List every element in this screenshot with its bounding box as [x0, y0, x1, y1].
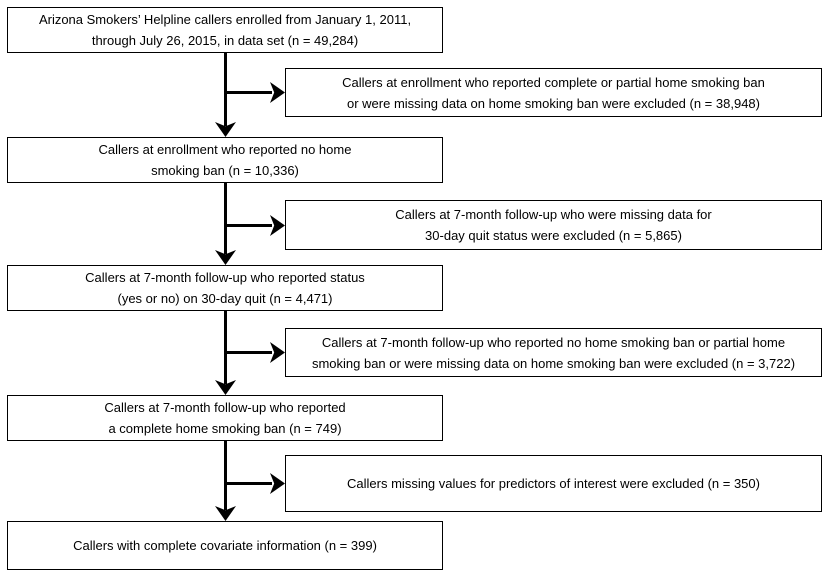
flow-box-reported-quit-status: Callers at 7-month follow-up who reporte… [7, 265, 443, 311]
arrowhead-right-icon [270, 82, 285, 103]
connector-horizontal-4 [225, 482, 272, 485]
arrowhead-right-icon [270, 342, 285, 363]
flow-box-complete-covariate-information: Callers with complete covariate informat… [7, 521, 443, 570]
exclusion-box-home-ban-enrollment: Callers at enrollment who reported compl… [285, 68, 822, 117]
flow-box-complete-home-smoking-ban: Callers at 7-month follow-up who reporte… [7, 395, 443, 441]
exclusion-box-no-or-partial-ban-followup: Callers at 7-month follow-up who reporte… [285, 328, 822, 377]
connector-horizontal-3 [225, 351, 272, 354]
flow-box-no-home-smoking-ban: Callers at enrollment who reported no ho… [7, 137, 443, 183]
flow-box-enrolled: Arizona Smokers’ Helpline callers enroll… [7, 7, 443, 53]
exclusion-box-missing-predictors: Callers missing values for predictors of… [285, 455, 822, 512]
exclusion-box-missing-quit-status: Callers at 7-month follow-up who were mi… [285, 200, 822, 250]
connector-horizontal-1 [225, 91, 272, 94]
connector-vertical-1 [224, 53, 227, 126]
connector-vertical-2 [224, 183, 227, 254]
connector-vertical-3 [224, 311, 227, 384]
arrowhead-right-icon [270, 473, 285, 494]
connector-vertical-4 [224, 441, 227, 510]
arrowhead-right-icon [270, 215, 285, 236]
connector-horizontal-2 [225, 224, 272, 227]
